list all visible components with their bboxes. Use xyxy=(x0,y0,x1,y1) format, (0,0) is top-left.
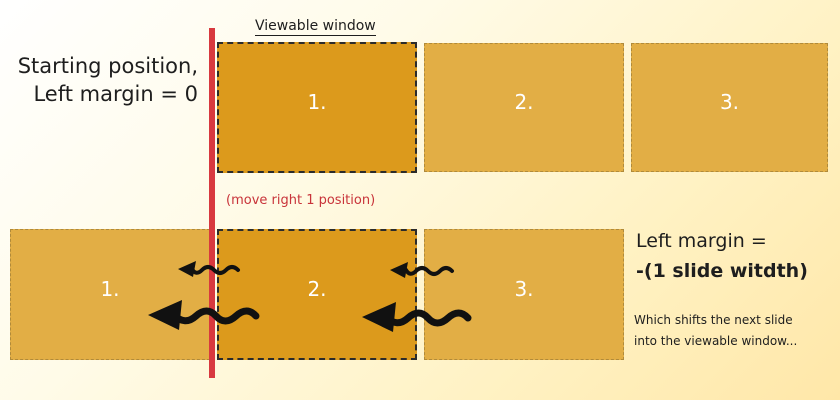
starting-position-line: Starting position, xyxy=(17,54,198,78)
left-margin-zero-line: Left margin = 0 xyxy=(33,82,198,106)
left-edge-marker-line xyxy=(209,28,215,378)
slide-width-formula-line: -(1 slide witdth) xyxy=(636,260,808,282)
top-slide-3-number: 3. xyxy=(719,89,740,114)
top-slide-3: 3. xyxy=(631,43,828,172)
note-line-1: Which shifts the next slide xyxy=(634,313,793,327)
bottom-slide-2-number: 2. xyxy=(307,276,327,301)
explanatory-note: Which shifts the next slide into the vie… xyxy=(634,310,797,352)
top-slide-2-number: 2. xyxy=(514,89,534,114)
bottom-slide-1-number: 1. xyxy=(100,276,120,301)
starting-position-label: Starting position, Left margin = 0 xyxy=(10,52,198,108)
viewable-window-label: Viewable window xyxy=(255,18,376,36)
small-arrow-left xyxy=(178,261,240,277)
bottom-slide-1: 1. xyxy=(10,229,210,360)
left-margin-equals-line: Left margin = xyxy=(636,230,767,252)
top-slide-2: 2. xyxy=(424,43,624,172)
top-slide-1: 1. xyxy=(217,42,417,173)
large-arrow-left xyxy=(148,300,260,330)
large-arrow-right xyxy=(362,302,472,332)
small-arrow-right xyxy=(390,262,454,278)
top-slide-1-number: 1. xyxy=(307,89,327,114)
bottom-slide-3: 3. xyxy=(424,229,624,360)
note-line-2: into the viewable window... xyxy=(634,334,798,348)
move-right-label: (move right 1 position) xyxy=(226,193,376,208)
result-label: Left margin = -(1 slide witdth) xyxy=(636,226,808,286)
bottom-slide-3-number: 3. xyxy=(514,276,534,301)
bottom-slide-2: 2. xyxy=(217,229,417,360)
